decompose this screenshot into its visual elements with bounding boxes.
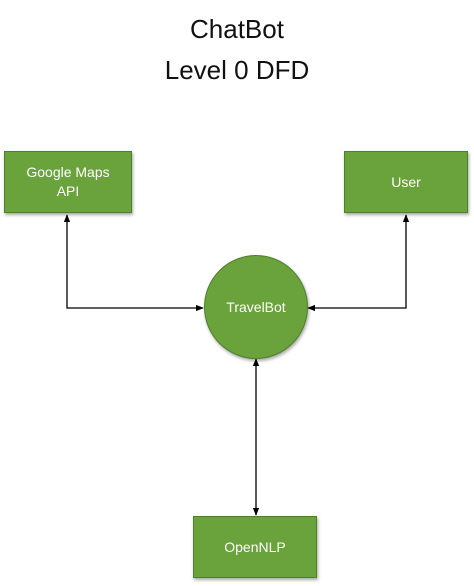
process-travelbot-label: TravelBot: [226, 299, 286, 315]
process-travelbot[interactable]: TravelBot: [204, 255, 308, 359]
entity-opennlp-label: OpenNLP: [224, 538, 286, 555]
diagram-subtitle: Level 0 DFD: [164, 55, 310, 85]
entity-google-maps-api-label-line1: Google Maps: [26, 164, 110, 180]
entity-user[interactable]: User: [344, 151, 468, 213]
diagram-title: ChatBot: [190, 14, 284, 44]
edge-user-travelbot: [307, 214, 410, 312]
entity-google-maps-api[interactable]: Google Maps API: [4, 151, 132, 213]
entity-user-label: User: [391, 173, 421, 190]
entity-google-maps-api-label-line2: API: [56, 183, 80, 199]
edge-google-maps-travelbot: [63, 214, 204, 312]
entity-opennlp[interactable]: OpenNLP: [193, 516, 317, 578]
